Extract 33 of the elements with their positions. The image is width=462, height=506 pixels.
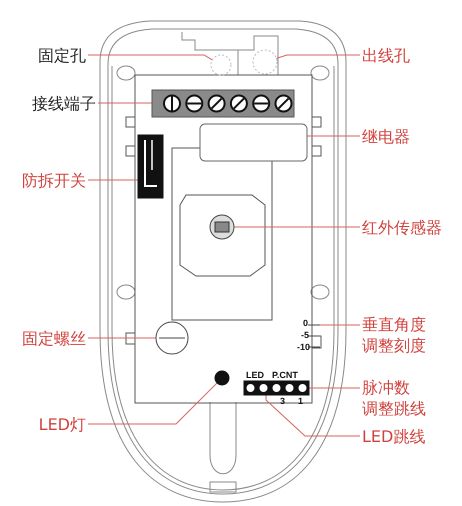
callout-label: 固定孔: [38, 45, 86, 66]
leader-line: [88, 382, 218, 424]
relay: [200, 124, 308, 162]
callout-label: 红外传感器: [362, 217, 442, 238]
callout-label: LED灯: [38, 414, 86, 435]
leader-line: [234, 226, 360, 228]
leader-line: [320, 324, 360, 326]
callout-label: LED跳线: [362, 426, 426, 447]
pin-label: LED: [246, 370, 264, 380]
scale-value: 0: [303, 318, 308, 328]
callout-label: 固定螺丝: [22, 328, 86, 349]
tamper-switch: [138, 134, 164, 198]
leader-line: [276, 54, 360, 59]
callout-label: 垂直角度调整刻度: [362, 314, 426, 356]
infrared-sensor: [210, 214, 234, 240]
scale-value: -5: [301, 330, 310, 340]
callout-label: 接线端子: [32, 93, 96, 114]
callout-label: 脉冲数调整跳线: [362, 377, 426, 419]
terminal-block: [152, 90, 294, 118]
leader-line: [266, 394, 360, 436]
jumper-pins: [270, 380, 310, 396]
fixing-hole: [210, 54, 232, 76]
cable-hole: [252, 50, 278, 74]
leader-line: [88, 54, 213, 60]
pin-label: P.CNT: [272, 370, 298, 380]
leader-line: [98, 102, 152, 104]
led-indicator: [214, 370, 230, 386]
scale-value: -10: [297, 342, 310, 352]
callout-label: 防拆开关: [22, 170, 86, 191]
callout-label: 继电器: [362, 126, 410, 147]
mounting-screw: [156, 322, 188, 354]
jumper-pins: [244, 380, 270, 396]
callout-label: 出线孔: [362, 45, 410, 66]
